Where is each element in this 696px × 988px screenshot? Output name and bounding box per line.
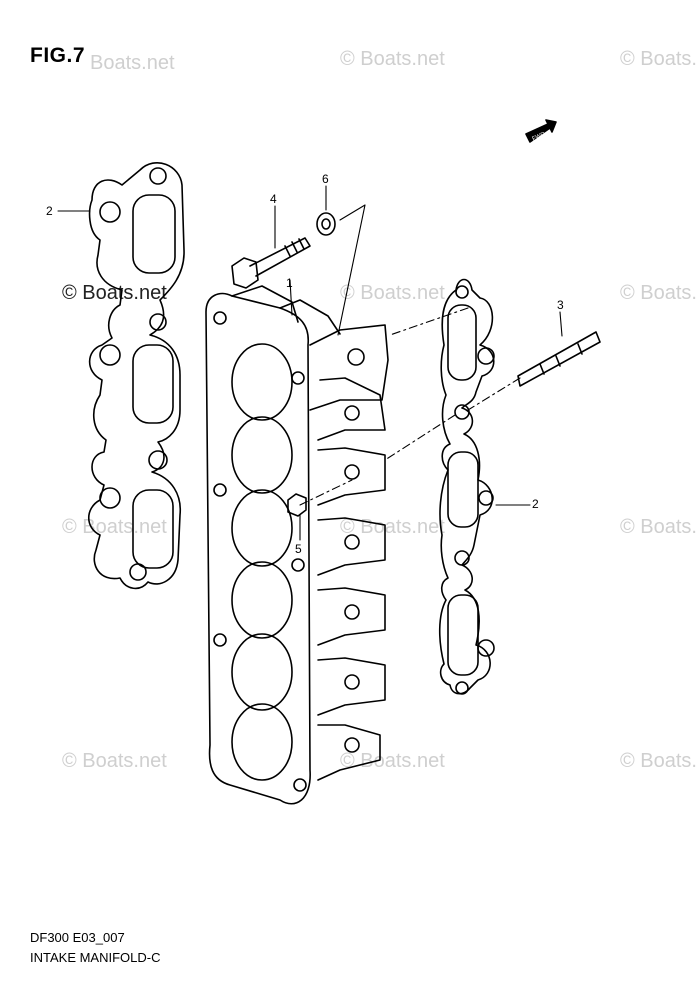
- fwd-arrow-icon: FWD: [525, 119, 557, 143]
- callout-4: 4: [270, 192, 277, 206]
- gasket-right: [438, 278, 495, 695]
- callout-2-right: 2: [532, 497, 539, 511]
- diagram-name: INTAKE MANIFOLD-C: [30, 950, 161, 965]
- callout-1: 1: [286, 276, 293, 290]
- callout-2-left: 2: [46, 204, 53, 218]
- callout-6: 6: [322, 172, 329, 186]
- watermark: Boats.net: [90, 52, 175, 74]
- watermark: © Boats.net: [340, 282, 445, 304]
- bolt-4: [231, 237, 311, 289]
- watermark: © Boats.net: [62, 750, 167, 772]
- callout-3: 3: [557, 298, 564, 312]
- watermark: © Boats.net: [620, 48, 696, 70]
- fwd-label: FWD: [532, 131, 548, 142]
- leader-lines: [57, 185, 563, 541]
- watermark: © Boats.net: [62, 282, 167, 304]
- watermark: © Boats.net: [340, 750, 445, 772]
- watermark: © Boats.net: [620, 516, 696, 538]
- nut-5: [287, 493, 307, 517]
- watermark: © Boats.net: [620, 750, 696, 772]
- diagram-code: DF300 E03_007: [30, 930, 125, 945]
- watermark: © Boats.net: [620, 282, 696, 304]
- figure-title: FIG.7: [30, 44, 86, 67]
- watermark: © Boats.net: [340, 48, 445, 70]
- gasket-left: [87, 161, 185, 590]
- washer-hole: [321, 218, 331, 230]
- washer-6: [316, 212, 336, 236]
- stud-bolt-3: [517, 331, 601, 387]
- watermark: © Boats.net: [62, 516, 167, 538]
- intake-manifold: [205, 285, 389, 805]
- callout-5: 5: [295, 542, 302, 556]
